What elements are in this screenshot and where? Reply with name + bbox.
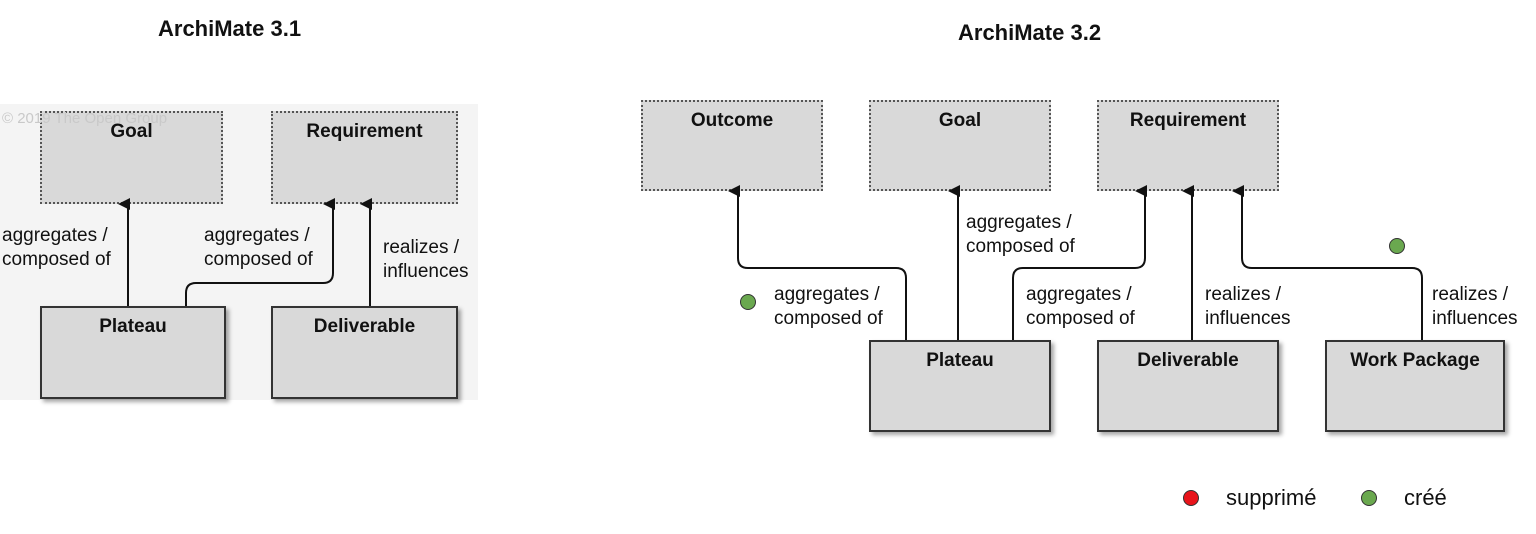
edge-work-package-requirement-3-2 — [1232, 185, 1423, 340]
relation-label-deliverable-requirement-3-2: realizes /influences — [1205, 284, 1291, 329]
relation-label-plateau-requirement-3-1: aggregates /composed of — [204, 225, 313, 270]
edge-plateau-outcome-3-2 — [728, 185, 907, 340]
legend-created-marker — [1361, 490, 1377, 506]
node-requirement-3-1: Requirement — [271, 111, 458, 204]
title-archimate-3-2: ArchiMate 3.2 — [958, 20, 1102, 45]
node-label: Deliverable — [1137, 350, 1239, 371]
legend-deleted-label: supprimé — [1226, 485, 1317, 510]
edge-plateau-requirement-3-2 — [1012, 185, 1147, 340]
node-label: Goal — [110, 121, 153, 142]
relation-label-plateau-goal-3-1: aggregates /composed of — [2, 225, 111, 270]
node-label: Outcome — [690, 110, 774, 131]
created-marker-plateau-outcome — [740, 294, 756, 310]
node-outcome-3-2: Outcome — [641, 100, 823, 191]
node-label: Requirement — [1129, 110, 1247, 131]
copyright-watermark: © 2019 The Open Group — [2, 110, 168, 127]
relation-label-work-package-requirement-3-2: realizes /influences — [1432, 284, 1518, 329]
node-label: Goal — [938, 110, 982, 131]
node-goal-3-1: Goal — [40, 111, 223, 204]
legend-created-label: créé — [1404, 485, 1447, 510]
legend-deleted-marker — [1183, 490, 1199, 506]
title-archimate-3-1: ArchiMate 3.1 — [158, 16, 302, 41]
node-plateau-3-1: Plateau — [40, 306, 226, 399]
relation-label-plateau-outcome-3-2: aggregates /composed of — [774, 284, 883, 329]
node-deliverable-3-1: Deliverable — [271, 306, 458, 399]
node-requirement-3-2: Requirement — [1097, 100, 1279, 191]
node-goal-3-2: Goal — [869, 100, 1051, 191]
relation-label-plateau-goal-3-2: aggregates /composed of — [966, 212, 1075, 257]
node-label: Plateau — [99, 316, 167, 337]
relation-label-plateau-requirement-3-2: aggregates /composed of — [1026, 284, 1135, 329]
node-deliverable-3-2: Deliverable — [1097, 340, 1279, 432]
node-label: Deliverable — [313, 316, 416, 337]
created-marker-work-package — [1389, 238, 1405, 254]
node-label: Plateau — [926, 350, 994, 371]
node-label: Requirement — [306, 121, 423, 142]
node-work-package-3-2: Work Package — [1325, 340, 1505, 432]
relation-label-deliverable-requirement-3-1: realizes /influences — [383, 237, 469, 282]
node-label: Work Package — [1350, 350, 1480, 371]
edge-plateau-requirement-3-1 — [185, 198, 335, 306]
node-plateau-3-2: Plateau — [869, 340, 1051, 432]
